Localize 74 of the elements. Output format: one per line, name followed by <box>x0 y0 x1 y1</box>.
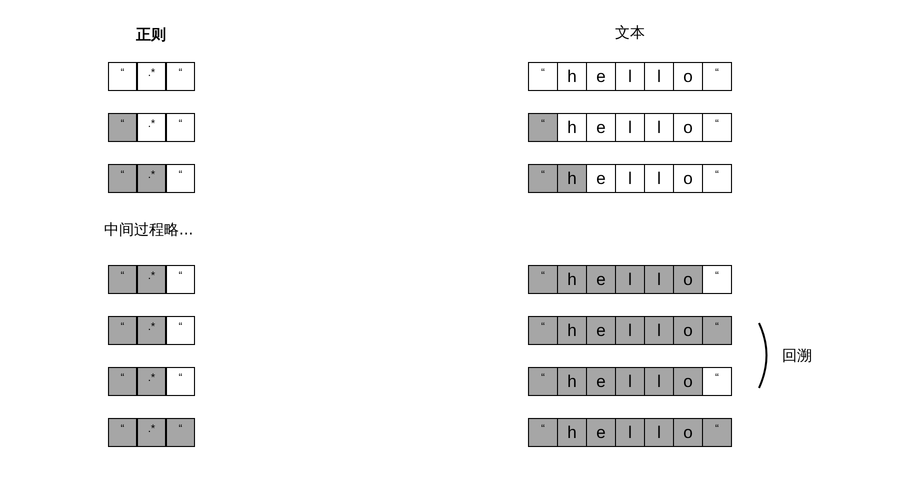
character-cell: h <box>557 113 587 142</box>
character-cell: o <box>673 265 703 294</box>
character-cell: h <box>557 418 587 447</box>
character-cell: l <box>644 265 674 294</box>
character-cell: e <box>586 62 616 91</box>
character-cell: h <box>557 367 587 396</box>
character-cell: l <box>615 367 645 396</box>
character-cell: “ <box>702 265 732 294</box>
character-cell: “ <box>528 265 558 294</box>
character-cell: “ <box>166 113 195 142</box>
character-cell: “ <box>528 164 558 193</box>
character-cell: “ <box>702 367 732 396</box>
character-cell: “ <box>528 316 558 345</box>
character-cell: l <box>615 113 645 142</box>
character-cell: l <box>615 316 645 345</box>
character-cell: .* <box>137 367 166 396</box>
character-cell: “ <box>108 316 137 345</box>
character-cell: o <box>673 316 703 345</box>
character-cell: “ <box>108 62 137 91</box>
character-cell: .* <box>137 164 166 193</box>
character-cell: h <box>557 62 587 91</box>
character-cell: “ <box>702 316 732 345</box>
character-cell: “ <box>702 164 732 193</box>
character-cell: o <box>673 418 703 447</box>
character-cell: “ <box>528 62 558 91</box>
character-cell: “ <box>528 418 558 447</box>
character-cell: e <box>586 418 616 447</box>
character-cell: l <box>644 316 674 345</box>
character-cell: h <box>557 316 587 345</box>
character-cell: h <box>557 265 587 294</box>
character-cell: .* <box>137 316 166 345</box>
character-cell: “ <box>166 367 195 396</box>
character-cell: o <box>673 164 703 193</box>
character-cell: “ <box>166 164 195 193</box>
character-cell: l <box>615 265 645 294</box>
character-cell: l <box>615 418 645 447</box>
character-cell: l <box>644 62 674 91</box>
character-cell: “ <box>166 418 195 447</box>
character-cell: “ <box>108 113 137 142</box>
character-cell: o <box>673 367 703 396</box>
character-cell: “ <box>528 367 558 396</box>
character-cell: .* <box>137 113 166 142</box>
character-cell: “ <box>702 113 732 142</box>
character-cell: l <box>644 164 674 193</box>
character-cell: “ <box>702 418 732 447</box>
character-cell: “ <box>108 164 137 193</box>
character-cell: “ <box>702 62 732 91</box>
character-cell: l <box>615 164 645 193</box>
column-heading: 正则 <box>136 26 166 44</box>
character-cell: l <box>644 418 674 447</box>
character-cell: .* <box>137 62 166 91</box>
character-cell: “ <box>166 265 195 294</box>
character-cell: l <box>644 113 674 142</box>
character-cell: l <box>615 62 645 91</box>
character-cell: e <box>586 164 616 193</box>
character-cell: e <box>586 265 616 294</box>
character-cell: .* <box>137 418 166 447</box>
character-cell: “ <box>166 62 195 91</box>
character-cell: l <box>644 367 674 396</box>
note-text: 中间过程略... <box>104 220 194 240</box>
character-cell: “ <box>108 418 137 447</box>
character-cell: e <box>586 113 616 142</box>
character-cell: o <box>673 62 703 91</box>
character-cell: e <box>586 316 616 345</box>
character-cell: “ <box>166 316 195 345</box>
character-cell: “ <box>528 113 558 142</box>
character-cell: e <box>586 367 616 396</box>
character-cell: “ <box>108 265 137 294</box>
character-cell: h <box>557 164 587 193</box>
bracket-label: 回溯 <box>782 346 812 366</box>
character-cell: “ <box>108 367 137 396</box>
character-cell: .* <box>137 265 166 294</box>
character-cell: o <box>673 113 703 142</box>
column-heading: 文本 <box>615 24 645 42</box>
